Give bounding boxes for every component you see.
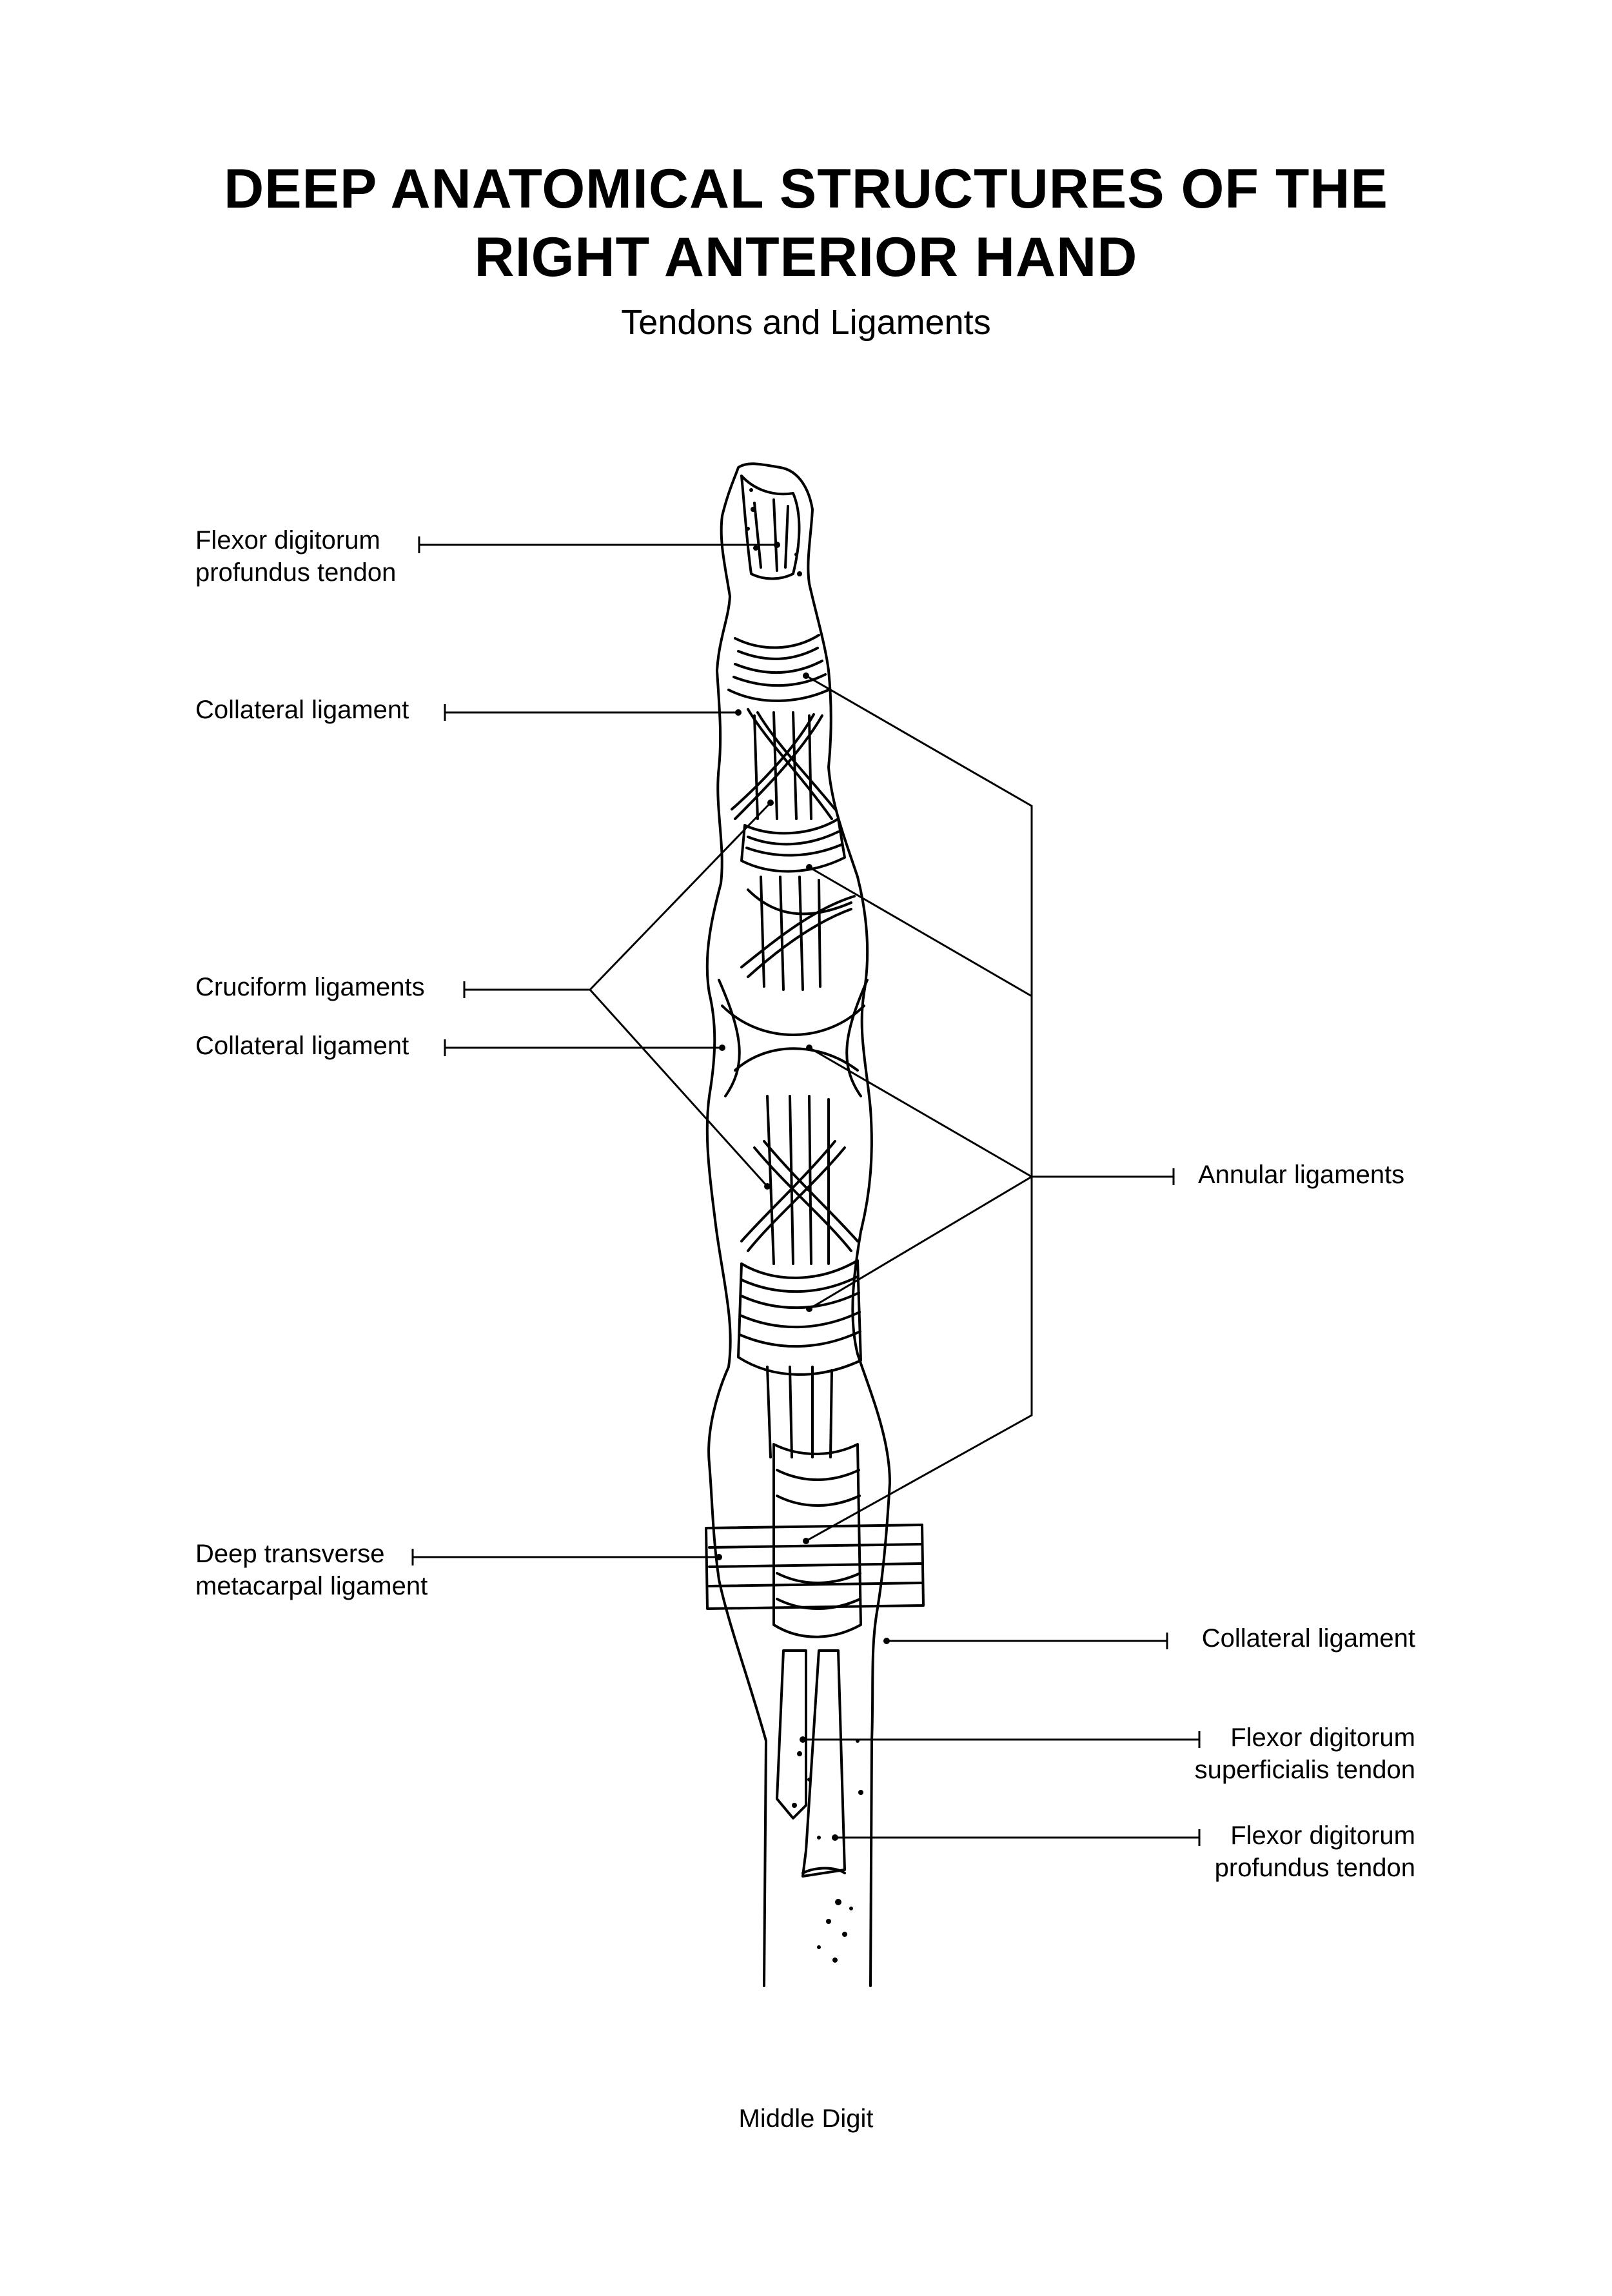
label-collateral-mid: Collateral ligament [195, 1032, 409, 1060]
label-fdp-top-line-1: Flexor digitorum [195, 526, 380, 554]
leader-cruciform [464, 801, 772, 1188]
label-fds-bottom-line-2: superficialis tendon [1194, 1756, 1415, 1784]
cruciform-ligament-a3 [740, 888, 856, 978]
annular-ligament-a5 [727, 634, 830, 702]
title-line-1: DEEP ANATOMICAL STRUCTURES OF THE [224, 158, 1388, 220]
cruciform-ligament-distal [734, 708, 833, 820]
label-deep-transverse-line-2: metacarpal ligament [195, 1572, 428, 1600]
figure-caption: Middle Digit [738, 2105, 874, 2133]
label-fdp-top-line-2: profundus tendon [195, 558, 397, 587]
label-fdp-bottom-line-1: Flexor digitorum [1230, 1821, 1415, 1850]
label-collateral-top: Collateral ligament [195, 696, 409, 724]
label-fds-bottom: Flexor digitorum superficialis tendon [1157, 1722, 1415, 1786]
label-collateral-bottom: Collateral ligament [1201, 1624, 1415, 1653]
flexor-superficialis-tendon [776, 1649, 807, 1820]
label-fds-bottom-line-1: Flexor digitorum [1230, 1723, 1415, 1752]
deep-transverse-metacarpal-ligament [705, 1524, 925, 1610]
cruciform-ligament-a2 [747, 1146, 852, 1252]
annular-ligament-a4 [740, 818, 846, 873]
label-deep-transverse-line-1: Deep transverse [195, 1540, 385, 1568]
flexor-profundus-tendon [801, 1649, 846, 1878]
label-fdp-top: Flexor digitorum profundus tendon [195, 524, 396, 589]
label-annular: Annular ligaments [1198, 1161, 1405, 1189]
title-line-2: RIGHT ANTERIOR HAND [474, 226, 1138, 288]
label-deep-transverse: Deep transverse metacarpal ligament [195, 1538, 428, 1602]
label-cruciform: Cruciform ligaments [195, 973, 425, 1001]
annular-ligament-a3 [721, 1005, 865, 1072]
page-title: DEEP ANATOMICAL STRUCTURES OF THE RIGHT … [0, 155, 1612, 291]
annular-ligament-a1 [772, 1443, 862, 1638]
leader-annular [805, 674, 1174, 1542]
label-fdp-bottom: Flexor digitorum profundus tendon [1157, 1820, 1415, 1884]
label-fdp-bottom-line-2: profundus tendon [1214, 1854, 1415, 1882]
distal-tendon [740, 475, 801, 580]
page-subtitle: Tendons and Ligaments [621, 303, 991, 342]
annular-ligament-a2 [737, 1259, 862, 1376]
